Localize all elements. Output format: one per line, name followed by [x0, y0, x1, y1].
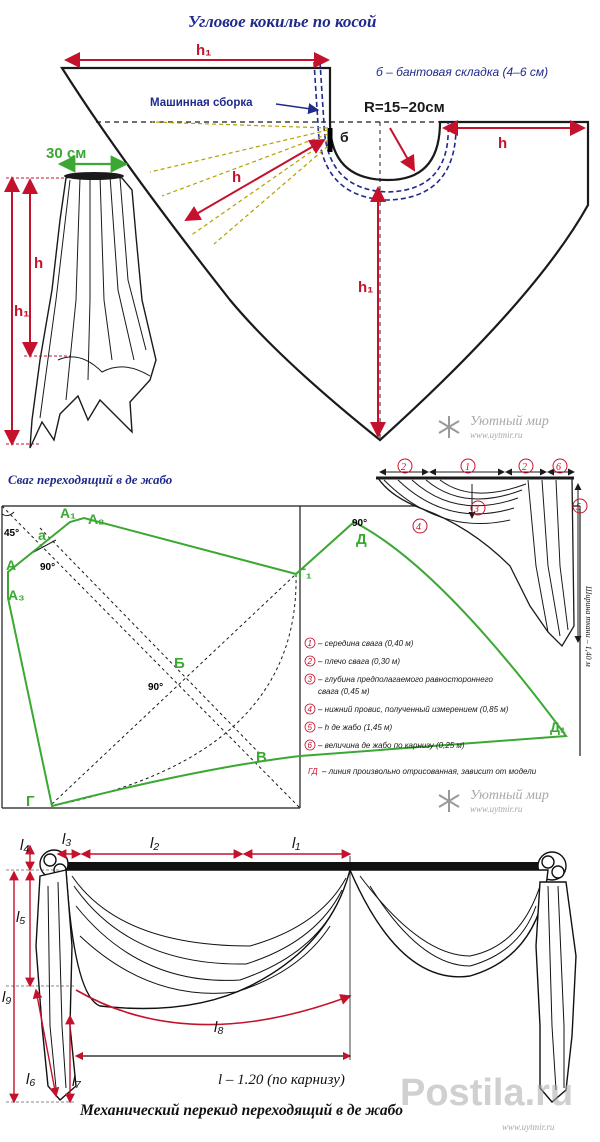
section2-title: Сваг переходящий в де жабо [8, 472, 173, 487]
label-A3: А₃ [8, 587, 25, 603]
dim-h-diagonal [184, 138, 326, 222]
label-formula: l – 1.20 (по карнизу) [218, 1072, 345, 1088]
label-l2: l₂ [150, 835, 159, 852]
label-l8: l₈ [214, 1019, 224, 1036]
label-deg90b: 90° [148, 682, 163, 693]
label-a: а [38, 527, 46, 543]
callout-num: 6 [556, 462, 561, 473]
watermark-1: Уютный мир www.uytmir.ru [470, 414, 549, 440]
cocquille-pattern-diagram: h₁ б – бантовая складка (4–6 см) Машинна… [4, 42, 590, 449]
legend-text: – середина свага (0,40 м) [317, 639, 414, 648]
label-l7: l₇ [72, 1073, 81, 1090]
label-B: Б [174, 655, 185, 672]
legend-text: – нижний провис, полученный измерением (… [317, 705, 509, 714]
label-deg90c: 90° [352, 518, 367, 529]
jabot-drawing [29, 172, 157, 449]
legend: 1 – середина свага (0,40 м) 2 – плечо св… [304, 637, 537, 776]
watermark-site-bottom: www.uytmir.ru [502, 1122, 555, 1132]
label-D1: Д₁ [550, 719, 566, 735]
dim-radius [389, 127, 415, 172]
label-A: А [6, 557, 16, 573]
label-h1-top: h₁ [196, 42, 211, 59]
legend-num: 2 [307, 657, 313, 666]
label-h-diagonal: h [232, 169, 241, 186]
section1-title: Угловое кокилье по косой [188, 12, 377, 31]
callout-num: 5 [576, 502, 581, 513]
label-l3: l₃ [62, 831, 71, 848]
legend-num: 6 [308, 741, 313, 750]
legend-text: – глубина предполагаемого равностороннег… [317, 675, 494, 684]
callout-num: 2 [522, 462, 527, 473]
label-A1: А₁ [60, 505, 76, 521]
watermark-site: www.uytmir.ru [470, 430, 523, 440]
callout-num: 3 [473, 504, 479, 515]
legend-num: 3 [308, 675, 313, 684]
postila-logo: Postila.ru [400, 1072, 574, 1114]
snowflake-icon [438, 790, 460, 812]
fan-line [149, 129, 329, 173]
legend-text: – h де жабо (1,45 м) [317, 723, 393, 732]
legend-gd-key: ГД [308, 767, 318, 776]
swag-pattern-diagram: 2 1 2 6 3 4 5 45° А₁ А₂ а 90° А А₃ 90° Д… [1, 458, 593, 810]
legend-text: – величина де жабо по карнизу (0,25 м) [317, 741, 465, 750]
gather-pointer [275, 103, 320, 115]
label-D: Д [356, 531, 367, 548]
label-gather: Машинная сборка [150, 97, 253, 109]
label-l1: l₁ [292, 835, 300, 852]
callout-num: 2 [401, 462, 406, 473]
swag-body [65, 869, 351, 1010]
legend-gd-text: – линия произвольно отрисованная, зависи… [321, 767, 537, 776]
watermark-site: www.uytmir.ru [470, 804, 523, 814]
overthrow-swag-diagram: l₄ l₃ l₂ l₁ l₅ l₉ l₆ l₇ l₈ l – 1.20 (по … [2, 831, 577, 1104]
label-l5: l₅ [16, 909, 25, 926]
legend-text: – плечо свага (0,30 м) [317, 657, 400, 666]
section3-title: Механический перекид переходящий в де жа… [80, 1102, 403, 1119]
label-radius: R=15–20см [364, 99, 445, 116]
watermark-name: Уютный мир [470, 788, 549, 803]
label-G1: Г₁ [298, 565, 312, 581]
fan-line [189, 139, 329, 237]
label-A2: А₂ [88, 511, 104, 527]
legend-num: 1 [308, 639, 312, 648]
legend-num: 4 [308, 705, 313, 714]
label-30cm: 30 см [46, 145, 86, 162]
label-h-left: h [34, 255, 43, 272]
label-V: В [256, 749, 267, 766]
label-l6: l₆ [26, 1071, 35, 1088]
fan-line [151, 121, 329, 129]
gather-stitch-line-2 [313, 61, 457, 201]
legend-text: свага (0,45 м) [318, 687, 370, 696]
gather-stitch-line [319, 61, 449, 193]
label-l4: l₄ [20, 837, 29, 854]
label-h1-vertical: h₁ [358, 279, 373, 296]
label-G: Г [26, 793, 35, 810]
legend-num: 5 [308, 723, 313, 732]
label-b: б [340, 129, 349, 145]
callout-num: 4 [416, 522, 421, 533]
label-h-right: h [498, 135, 507, 152]
callout-num: 1 [465, 462, 470, 473]
label-deg90a: 90° [40, 562, 55, 573]
label-deg45: 45° [4, 528, 19, 539]
cornice-rod [60, 862, 550, 870]
label-h1-left: h₁ [14, 303, 29, 320]
watermark-name: Уютный мир [470, 414, 549, 429]
snowflake-icon [438, 416, 460, 438]
watermark-2: Уютный мир www.uytmir.ru [470, 788, 549, 814]
label-b-note: б – бантовая складка (4–6 см) [376, 65, 548, 79]
swag-outline [7, 516, 568, 808]
pattern-outline [60, 66, 590, 442]
label-l9: l₉ [2, 989, 11, 1006]
swag-illustration [376, 476, 575, 648]
width-note: Ширина ткани – 1,40 м [584, 585, 593, 667]
swag-body-2 [348, 869, 549, 978]
jabot-right [535, 881, 577, 1103]
